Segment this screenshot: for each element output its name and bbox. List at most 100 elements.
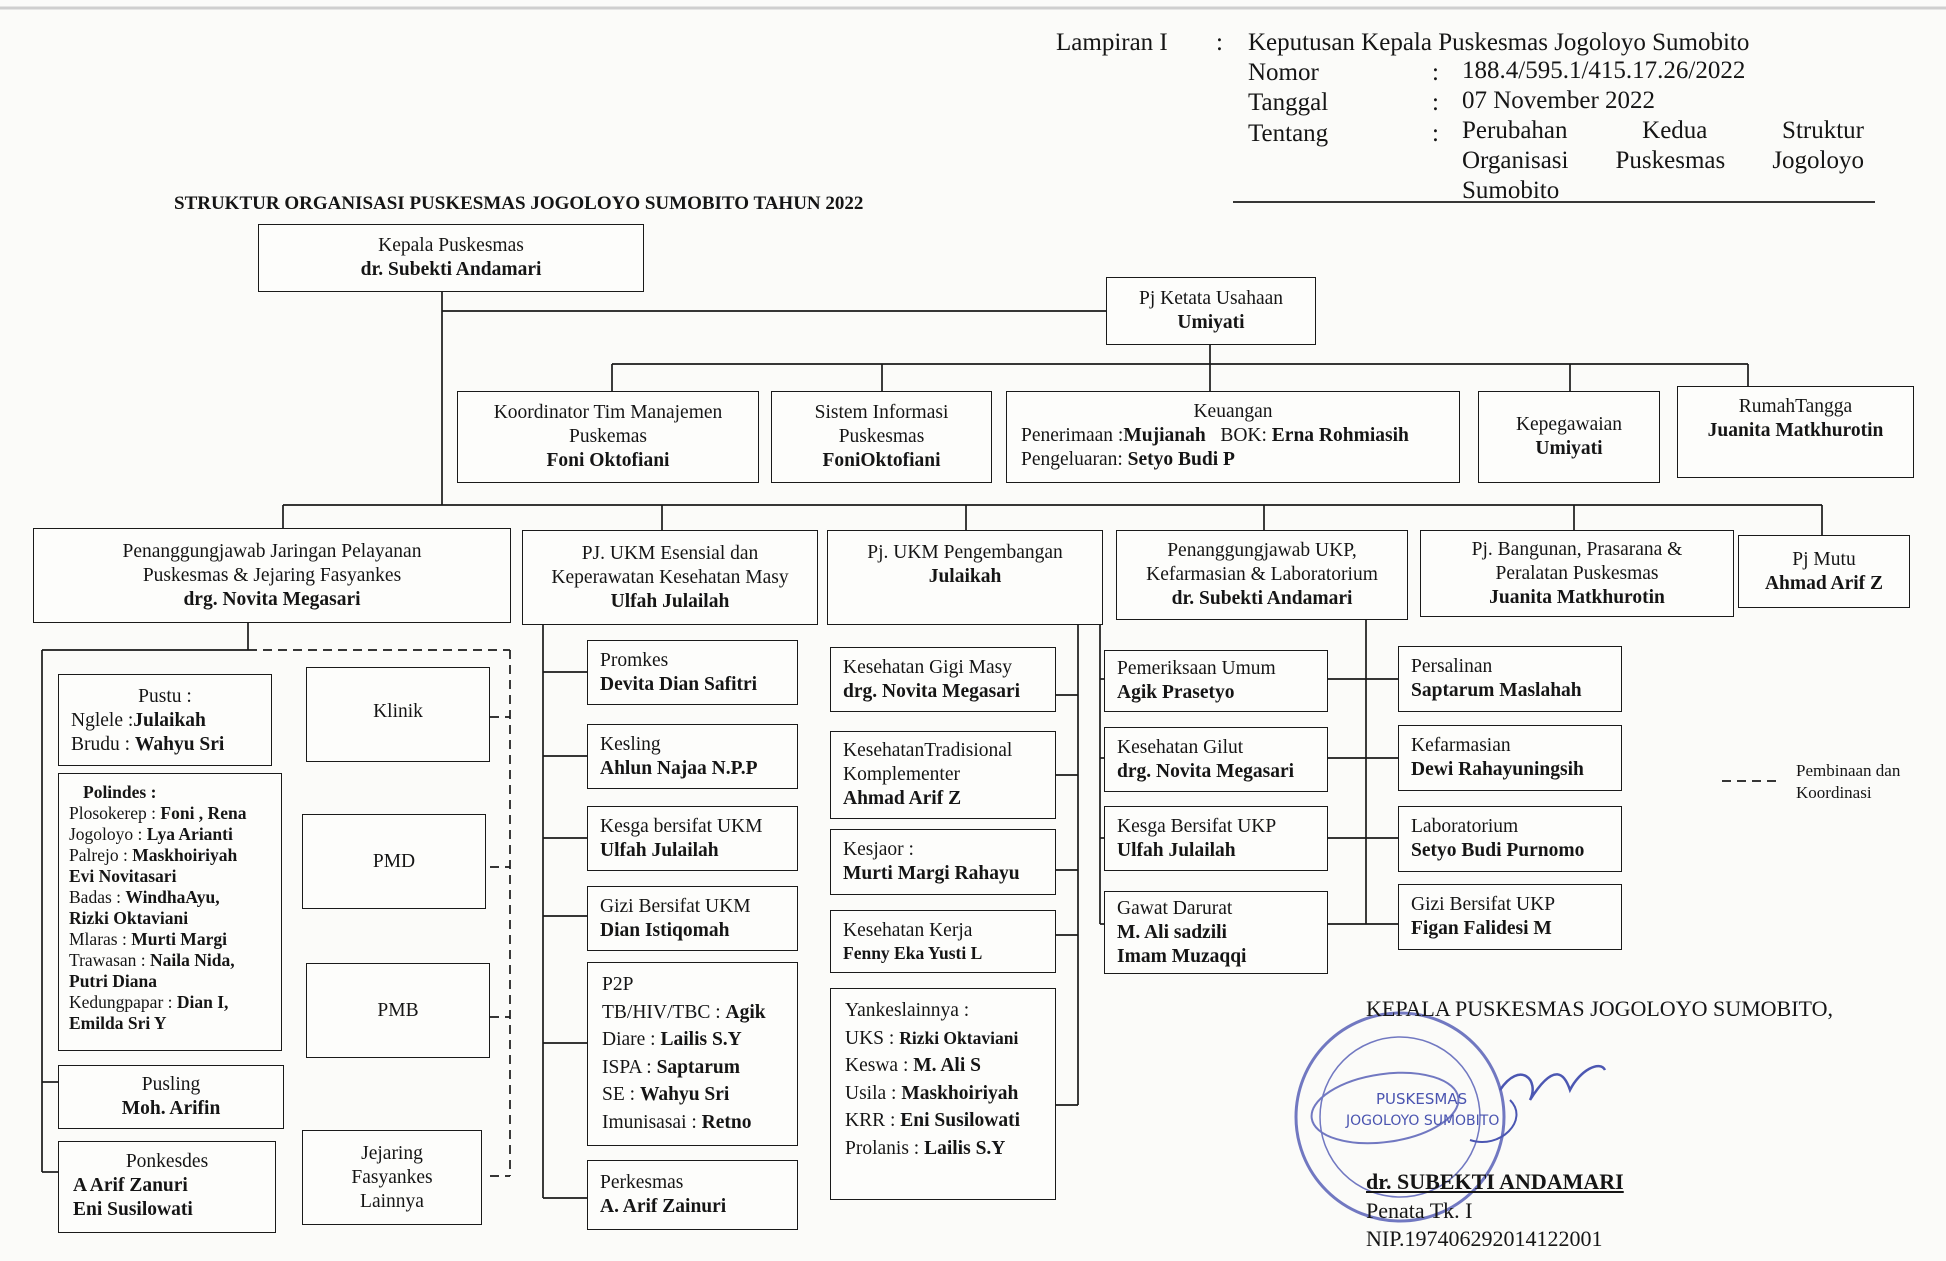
jejaring-box: Jejaring Fasyankes Lainnya	[302, 1130, 482, 1225]
polindes-name: Rizki Oktaviani	[69, 908, 189, 928]
pengeluaran-label: Pengeluaran:	[1021, 449, 1123, 470]
unit-line: Puskesmas	[838, 426, 925, 447]
pj-ukm-pengembangan-box: Pj. UKM Pengembangan Julaikah	[827, 530, 1103, 625]
p2p-label: Imunisasai :	[602, 1111, 702, 1133]
tentang-line3: Sumobito	[1462, 177, 1560, 204]
unit-line: Sistem Informasi	[814, 402, 949, 423]
signatory-rank: Penata Tk. I	[1366, 1198, 1473, 1223]
kepala-puskesmas-box: Kepala Puskesmas dr. Subekti Andamari	[258, 224, 644, 292]
rumah-tangga-box: RumahTangga Juanita Matkhurotin	[1677, 386, 1914, 478]
yankes-name: M. Ali S	[913, 1055, 981, 1076]
pusling-box: Pusling Moh. Arifin	[58, 1065, 284, 1129]
yankes-label: KRR :	[845, 1110, 901, 1131]
p2p-name: Wahyu Sri	[639, 1084, 730, 1105]
klinik-box: Klinik	[306, 667, 490, 762]
polindes-name: WindhaAyu,	[125, 887, 220, 907]
pj-mutu-box: Pj Mutu Ahmad Arif Z	[1738, 535, 1910, 608]
keuangan-box: Keuangan Penerimaan :Mujianah BOK: Erna …	[1006, 391, 1460, 483]
ponkesdes-name: A Arif Zanuri	[73, 1175, 188, 1196]
unit-role: Pemeriksaan Umum	[1117, 658, 1276, 679]
keuangan-role: Keuangan	[1193, 401, 1273, 422]
tentang-line1: Perubahan Kedua Struktur	[1462, 117, 1864, 144]
polindes-name: Foni , Rena	[160, 803, 247, 823]
unit-name: Ahmad Arif Z	[843, 788, 962, 809]
pj-line: Pj Mutu	[1792, 548, 1856, 570]
tanggal-value: 07 November 2022	[1462, 87, 1656, 114]
polindes-title: Polindes :	[83, 782, 157, 802]
yankes-box: Yankeslainnya : UKS : Rizki Oktaviani Ke…	[830, 988, 1056, 1200]
lampiran-colon: :	[1216, 29, 1223, 56]
kesga-ukp-box: Kesga Bersifat UKP Ulfah Julailah	[1104, 806, 1328, 871]
p2p-name: Saptarum	[656, 1056, 741, 1078]
polindes-name: Murti Margi	[131, 929, 227, 949]
polindes-box: Polindes : Plosokerep : Foni , Rena Jogo…	[58, 773, 282, 1051]
unit-role: Kesehatan Gigi Masy	[843, 656, 1012, 678]
unit-name: Dian Istiqomah	[600, 919, 730, 941]
polindes-label: Plosokerep :	[69, 803, 161, 823]
pj-line: Keperawatan Kesehatan Masy	[551, 566, 789, 588]
polindes-name: Putri Diana	[69, 971, 157, 991]
kepegawaian-box: Kepegawaian Umiyati	[1478, 391, 1660, 483]
tanggal-label: Tanggal	[1248, 89, 1329, 116]
pustu-title: Pustu :	[138, 686, 192, 707]
gizi-ukm-box: Gizi Bersifat UKM Dian Istiqomah	[587, 886, 798, 951]
pustu-name: Julaikah	[133, 710, 206, 731]
p2p-label: SE :	[602, 1084, 640, 1105]
unit-role: Kefarmasian	[1411, 735, 1511, 756]
p2p-box: P2P TB/HIV/TBC : Agik Diare : Lailis S.Y…	[587, 962, 798, 1146]
yankes-name: Maskhoiriyah	[901, 1082, 1019, 1104]
pustu-label: Brudu :	[71, 734, 131, 755]
pemeriksaan-umum-box: Pemeriksaan Umum Agik Prasetyo	[1104, 650, 1328, 712]
gigi-masy-box: Kesehatan Gigi Masy drg. Novita Megasari	[830, 647, 1056, 712]
unit-role: Perkesmas	[600, 1172, 684, 1193]
unit-name: Setyo Budi Purnomo	[1411, 840, 1585, 861]
unit-role: Gizi Bersifat UKP	[1411, 894, 1556, 915]
unit-name: Juanita Matkhurotin	[1707, 420, 1884, 441]
gawat-darurat-box: Gawat Darurat M. Ali sadzili Imam Muzaqq…	[1104, 891, 1328, 974]
pj-ukm-esensial-box: PJ. UKM Esensial dan Keperawatan Kesehat…	[522, 530, 818, 625]
signatory-name: dr. SUBEKTI ANDAMARI	[1366, 1169, 1624, 1194]
pj-jaringan-box: Penanggungjawab Jaringan Pelayanan Puske…	[33, 528, 511, 623]
p2p-label: TB/HIV/TBC :	[602, 1001, 726, 1023]
unit-name: M. Ali sadzili	[1117, 921, 1227, 943]
pj-name: Juanita Matkhurotin	[1489, 586, 1665, 608]
pustu-box: Pustu : Nglele :Julaikah Brudu : Wahyu S…	[58, 674, 272, 766]
pj-bangunan-box: Pj. Bangunan, Prasarana & Peralatan Pusk…	[1420, 530, 1734, 617]
unit-name: Devita Dian Safitri	[600, 673, 758, 695]
lampiran-value: Keputusan Kepala Puskesmas Jogoloyo Sumo…	[1248, 29, 1750, 56]
unit-name: Murti Margi Rahayu	[843, 863, 1020, 884]
legend-label: Pembinaan dan Koordinasi	[1796, 760, 1900, 804]
jejaring-line: Lainnya	[360, 1190, 424, 1212]
pmb-label: PMB	[377, 999, 419, 1021]
kesehatan-kerja-box: Kesehatan Kerja Fenny Eka Yusti L	[830, 910, 1056, 973]
gizi-ukp-box: Gizi Bersifat UKP Figan Falidesi M	[1398, 884, 1622, 950]
unit-name: Ahlun Najaa N.P.P	[600, 757, 758, 779]
stamp-text-1: PUSKESMAS	[1376, 1090, 1468, 1108]
unit-name: Umiyati	[1535, 438, 1603, 459]
lampiran-label: Lampiran I	[1056, 29, 1168, 56]
tentang-colon: :	[1432, 120, 1439, 147]
pmd-label: PMD	[372, 850, 416, 872]
p2p-name: Agik	[725, 1001, 766, 1023]
kepala-name: dr. Subekti Andamari	[360, 259, 542, 280]
tentang-label: Tentang	[1248, 120, 1329, 147]
kesling-box: Kesling Ahlun Najaa N.P.P	[587, 724, 798, 789]
unit-role: Laboratorium	[1411, 816, 1519, 837]
tu-role: Pj Ketata Usahaan	[1138, 288, 1284, 309]
pj-name: Ahmad Arif Z	[1764, 572, 1884, 594]
pj-line: Pj. Bangunan, Prasarana &	[1471, 538, 1683, 560]
koordinator-tim-box: Koordinator Tim Manajemen Puskemas Foni …	[457, 391, 759, 483]
pustu-name: Wahyu Sri	[134, 734, 225, 755]
klinik-label: Klinik	[373, 701, 423, 722]
unit-name: Ulfah Julailah	[600, 839, 719, 861]
tradisional-box: KesehatanTradisional Komplementer Ahmad …	[830, 731, 1056, 819]
penerimaan-label: Penerimaan :	[1021, 425, 1124, 446]
yankes-title: Yankeslainnya :	[845, 1000, 970, 1021]
polindes-label: Palrejo :	[69, 845, 133, 865]
tu-name: Umiyati	[1177, 312, 1245, 333]
polindes-name: Naila Nida,	[150, 950, 235, 970]
pj-line: Pj. UKM Pengembangan	[867, 542, 1063, 563]
pmd-box: PMD	[302, 814, 486, 909]
